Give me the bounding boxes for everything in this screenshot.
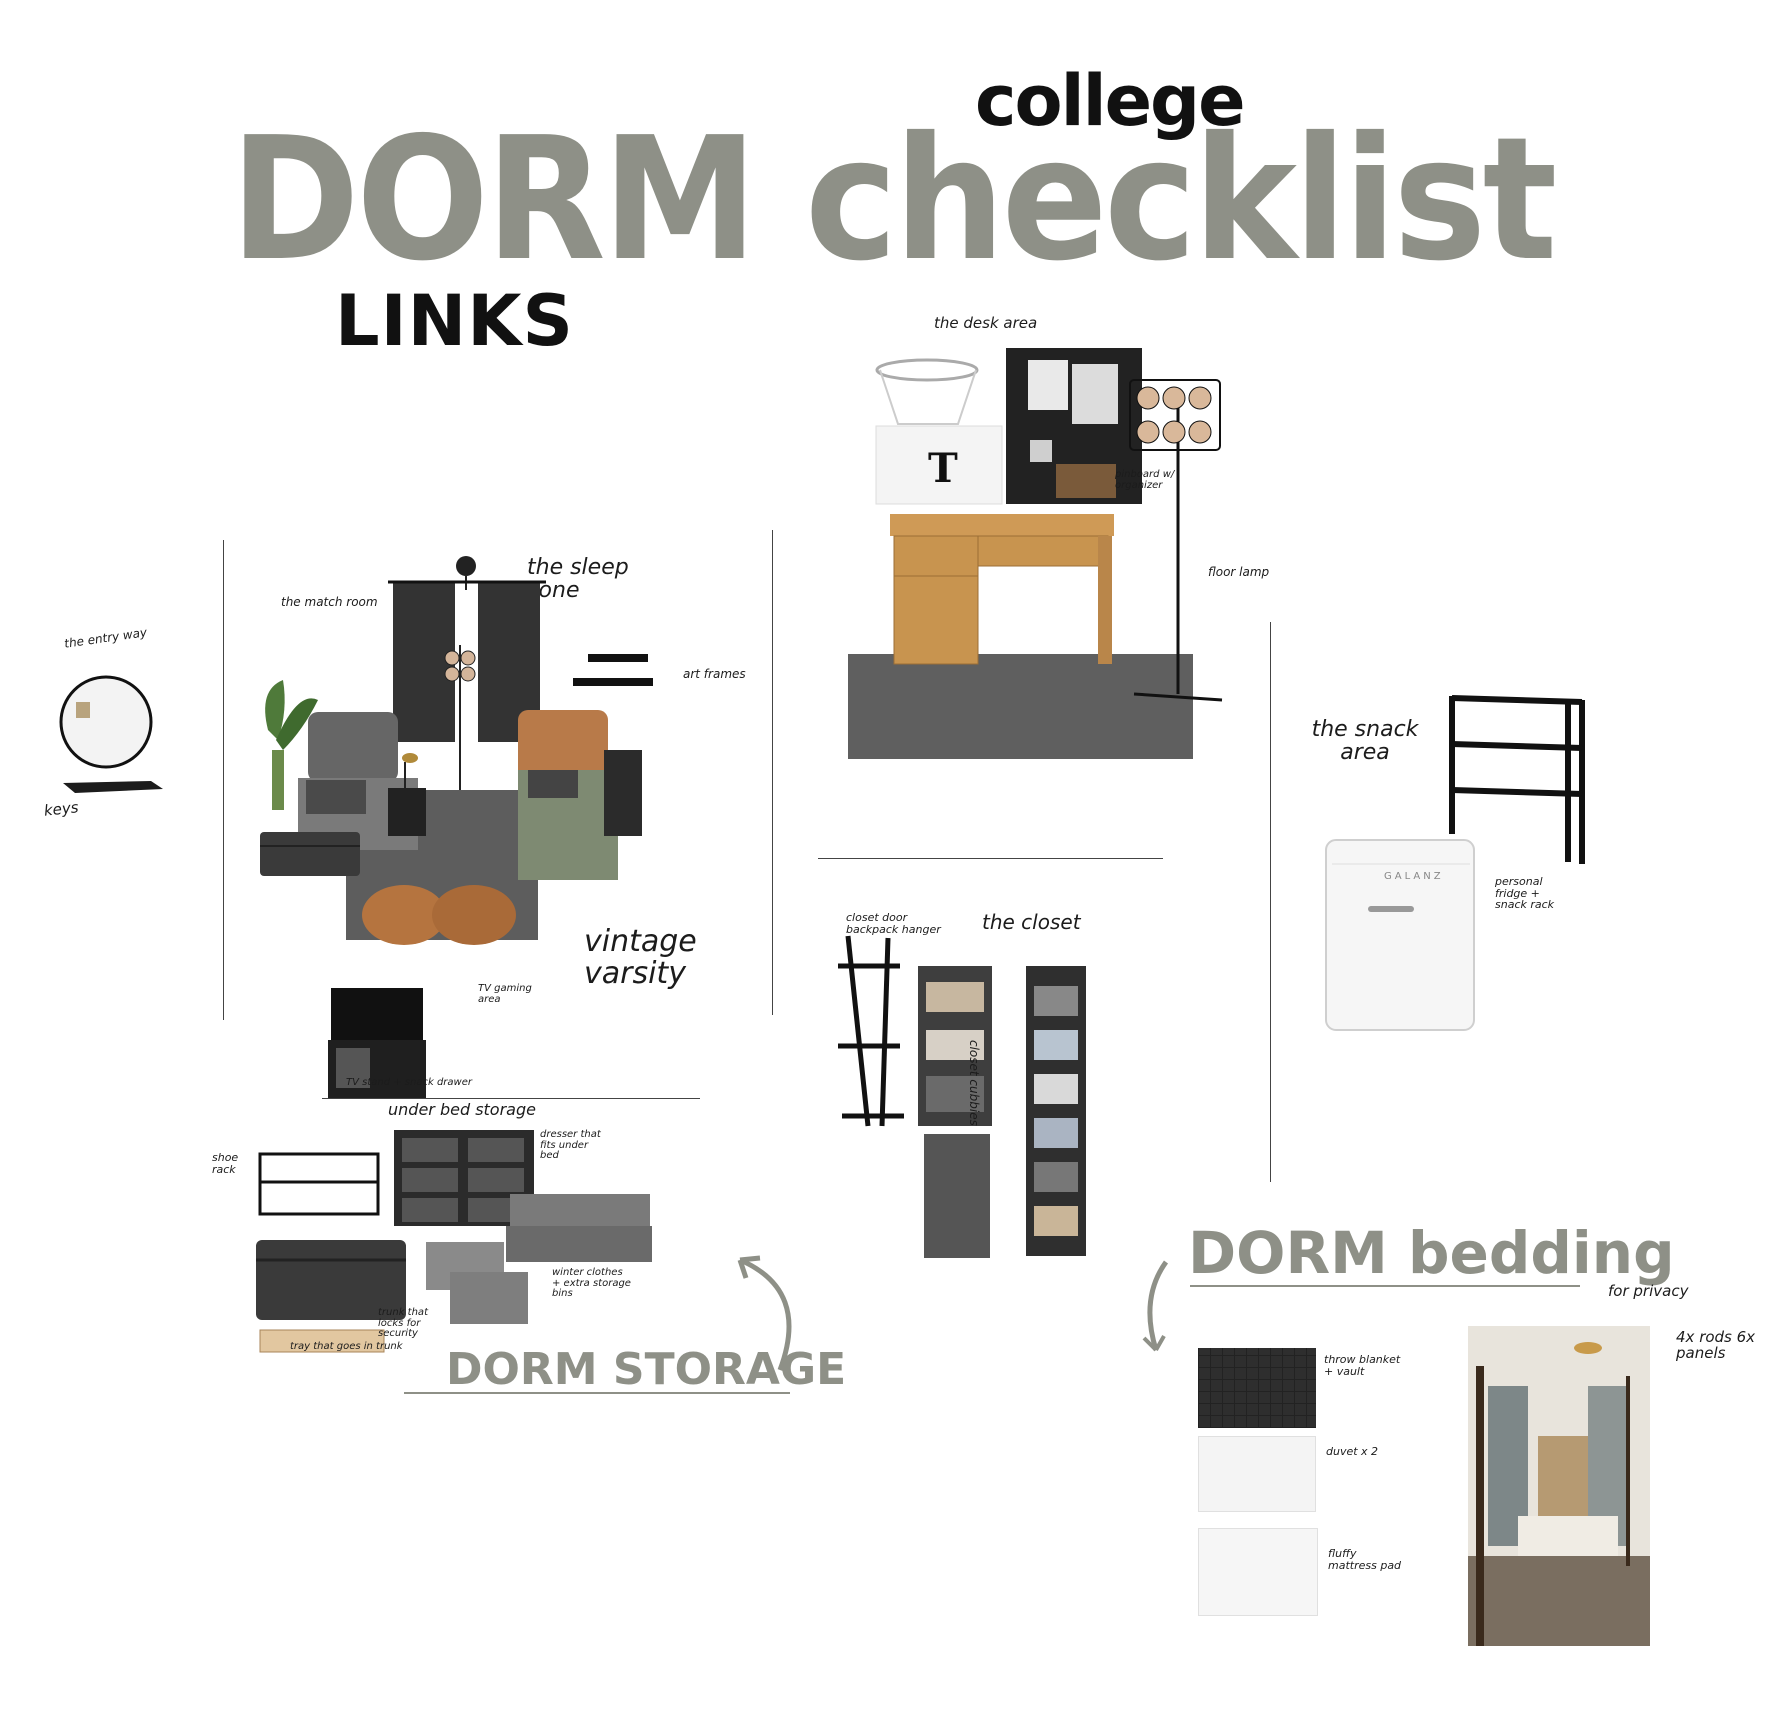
rods-label: 4x rods 6x panels — [1676, 1328, 1756, 1362]
fridge-brand: GALANZ — [1384, 871, 1444, 882]
bedding-arrow — [1136, 1258, 1176, 1358]
duvet-label: duvet x 2 — [1326, 1445, 1379, 1458]
storage-underline — [404, 1392, 790, 1394]
divider-mid — [772, 530, 773, 1015]
winter-note: winter clothes + extra storage bins — [552, 1267, 631, 1299]
throw-label: throw blanket + vault — [1324, 1353, 1401, 1378]
tv-gaming-label: TV gaming area — [478, 983, 532, 1005]
closet-door-hanger-label: closet door backpack hanger — [846, 911, 941, 936]
pinboard-label: pinboard w/ organizer — [1115, 469, 1175, 491]
page-title: DORM checklist — [230, 101, 1557, 299]
snack-area-image — [1320, 694, 1590, 1039]
svg-text:T: T — [928, 445, 958, 492]
under-bed-heading: under bed storage — [388, 1100, 536, 1119]
dresser-note: dresser that fits under bed — [540, 1129, 601, 1161]
divider-storage-top — [322, 1098, 700, 1099]
keys-label: keys — [43, 798, 80, 820]
college-label: college — [975, 60, 1246, 142]
desk-area-heading: the desk area — [934, 314, 1038, 332]
round-mirror-image — [58, 674, 154, 770]
desk-area-moodboard: T — [848, 344, 1248, 764]
art-frames-label: art frames — [683, 667, 746, 681]
match-room-label: the match room — [281, 595, 378, 609]
key-shelf-image — [63, 779, 163, 795]
tv-stand-label: TV stand + snack drawer — [346, 1077, 472, 1088]
privacy-label: for privacy — [1608, 1282, 1689, 1300]
mattress-pad-image — [1198, 1528, 1318, 1616]
bedding-title: DORM bedding — [1188, 1219, 1675, 1287]
trunk-note: trunk that locks for security — [378, 1307, 428, 1339]
entryway-heading: the entry way — [63, 625, 148, 651]
divider-closet-top — [818, 858, 1163, 859]
shoe-rack-label: shoe rack — [212, 1151, 239, 1176]
style-label: vintage varsity — [584, 924, 697, 991]
closet-heading: the closet — [982, 910, 1081, 934]
snack-area-heading: the snack area — [1311, 717, 1419, 766]
duvet-image — [1198, 1436, 1316, 1512]
throw-blanket-image — [1198, 1348, 1316, 1428]
links-label[interactable]: LINKS — [335, 280, 574, 362]
storage-arrow — [730, 1250, 810, 1380]
divider-right — [1270, 622, 1271, 1182]
closet-cubbies-label: closet cubbies — [967, 1040, 981, 1126]
canopy-bed-photo — [1468, 1326, 1650, 1646]
storage-moodboard — [250, 1130, 660, 1370]
mattress-pad-label: fluffy mattress pad — [1328, 1547, 1402, 1572]
closet-moodboard — [828, 926, 1098, 1266]
divider-left — [223, 540, 224, 1020]
tray-note: tray that goes in trunk — [290, 1341, 403, 1352]
fridge-label: personal fridge + snack rack — [1495, 875, 1555, 912]
sleep-zone-moodboard — [228, 550, 668, 1100]
sleep-zone-heading: the sleep zone — [527, 555, 629, 604]
floor-lamp-label: floor lamp — [1208, 565, 1270, 579]
bedding-underline — [1190, 1285, 1580, 1287]
